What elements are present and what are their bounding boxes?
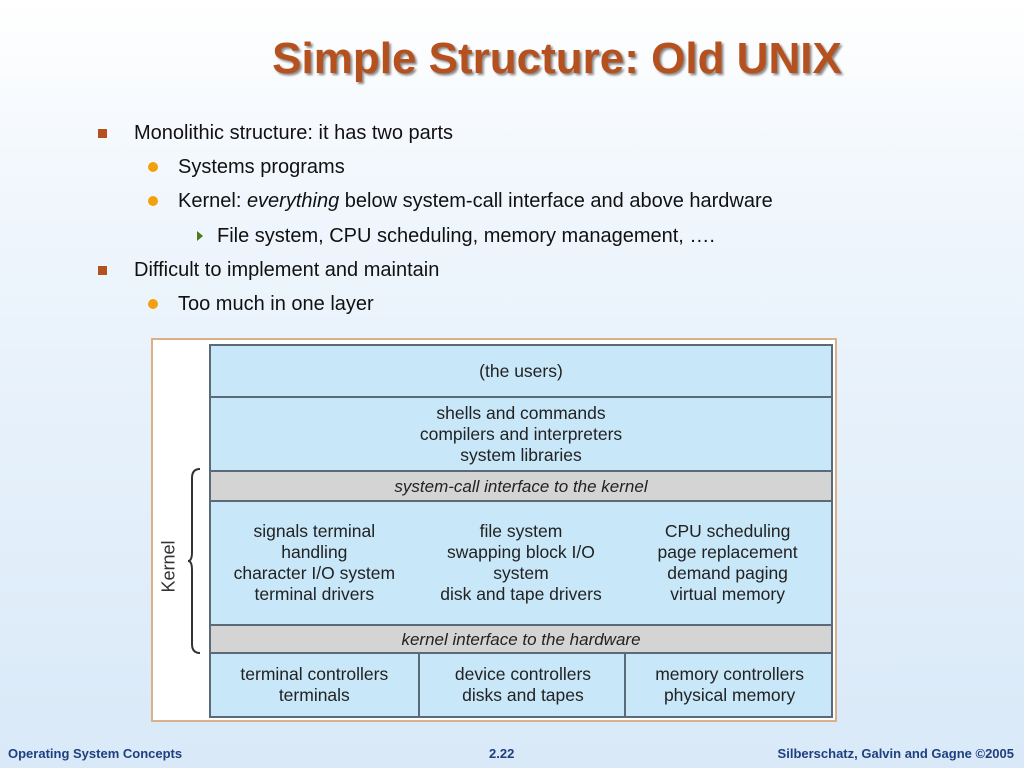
bullet-text-emphasis: everything	[246, 190, 340, 212]
bullet-text: Too much in one layer	[178, 293, 374, 315]
hardware-cell-line: terminal controllers	[240, 664, 389, 684]
bullet-text-suffix: below system-call interface and above ha…	[339, 190, 773, 212]
bullet-item: Monolithic structure: it has two parts	[98, 122, 454, 145]
bullet-text: File system, CPU scheduling, memory mana…	[217, 225, 715, 247]
shells-line: system libraries	[460, 444, 582, 465]
bullet-text: Systems programs	[178, 156, 345, 178]
bullet-item: Systems programs	[148, 156, 345, 179]
square-bullet-icon	[98, 266, 107, 275]
kernel-cell-line: signals terminal	[253, 521, 376, 541]
kernel-cell-line: demand paging	[667, 563, 788, 583]
hardware-interface-layer: kernel interface to the hardware	[211, 624, 831, 654]
kernel-side-label: Kernel	[157, 536, 181, 596]
hardware-column-device: device controllers disks and tapes	[417, 654, 627, 716]
hardware-cell-line: disks and tapes	[462, 685, 584, 705]
kernel-cell-line: page replacement	[657, 542, 798, 562]
hardware-cell-line: memory controllers	[655, 664, 804, 684]
kernel-cell-line: terminal drivers	[254, 584, 375, 604]
shells-line: compilers and interpreters	[419, 423, 623, 444]
kernel-layer: signals terminal handling character I/O …	[211, 502, 831, 624]
kernel-cell-line: disk and tape drivers	[440, 584, 602, 604]
shells-layer: shells and commands compilers and interp…	[211, 398, 831, 472]
arrow-bullet-icon	[197, 231, 203, 241]
footer-course: Operating System Concepts	[8, 746, 183, 761]
layer-grid: (the users) shells and commands compiler…	[209, 344, 833, 718]
dot-bullet-icon	[148, 299, 158, 309]
syscall-interface-label: system-call interface to the kernel	[394, 476, 648, 496]
bullet-item: Difficult to implement and maintain	[98, 259, 440, 282]
kernel-column-terminal: signals terminal handling character I/O …	[211, 502, 418, 624]
hardware-layer: terminal controllers terminals device co…	[211, 654, 831, 716]
hardware-column-memory: memory controllers physical memory	[624, 654, 833, 716]
bullet-text: Monolithic structure: it has two parts	[134, 122, 454, 144]
shells-line: shells and commands	[436, 402, 606, 423]
unix-structure-diagram: Kernel (the users) shells and commands c…	[151, 338, 837, 722]
bullet-item: Kernel: everything below system-call int…	[148, 190, 773, 213]
kernel-cell-line: system	[493, 563, 549, 583]
kernel-cell-line: CPU scheduling	[664, 521, 791, 541]
kernel-column-memory: CPU scheduling page replacement demand p…	[624, 502, 831, 624]
bullet-item: File system, CPU scheduling, memory mana…	[197, 225, 715, 248]
hardware-cell-line: terminals	[278, 685, 350, 705]
hardware-cell-line: device controllers	[454, 664, 592, 684]
footer-copyright: Silberschatz, Galvin and Gagne ©2005	[777, 746, 1014, 761]
hardware-column-terminal: terminal controllers terminals	[211, 654, 418, 716]
bullet-item: Too much in one layer	[148, 293, 374, 316]
users-layer: (the users)	[211, 346, 831, 398]
kernel-column-filesystem: file system swapping block I/O system di…	[418, 502, 625, 624]
kernel-cell-line: character I/O system	[233, 563, 396, 583]
bullet-text: Difficult to implement and maintain	[134, 259, 440, 281]
kernel-cell-line: file system	[479, 521, 563, 541]
kernel-cell-line: swapping block I/O	[447, 542, 595, 562]
slide-title: Simple Structure: Old UNIX	[272, 34, 842, 83]
system-call-interface-layer: system-call interface to the kernel	[211, 472, 831, 502]
dot-bullet-icon	[148, 162, 158, 172]
square-bullet-icon	[98, 129, 107, 138]
kernel-label-text: Kernel	[158, 539, 179, 593]
kernel-cell-line: handling	[281, 542, 348, 562]
hardware-cell-line: physical memory	[663, 685, 796, 705]
users-label: (the users)	[479, 360, 563, 381]
kernel-cell-line: virtual memory	[670, 584, 785, 604]
kernel-brace-icon	[187, 468, 201, 654]
bullet-text-prefix: Kernel:	[178, 190, 247, 212]
dot-bullet-icon	[148, 196, 158, 206]
footer-page-number: 2.22	[489, 746, 515, 761]
hardware-interface-label: kernel interface to the hardware	[401, 629, 641, 649]
